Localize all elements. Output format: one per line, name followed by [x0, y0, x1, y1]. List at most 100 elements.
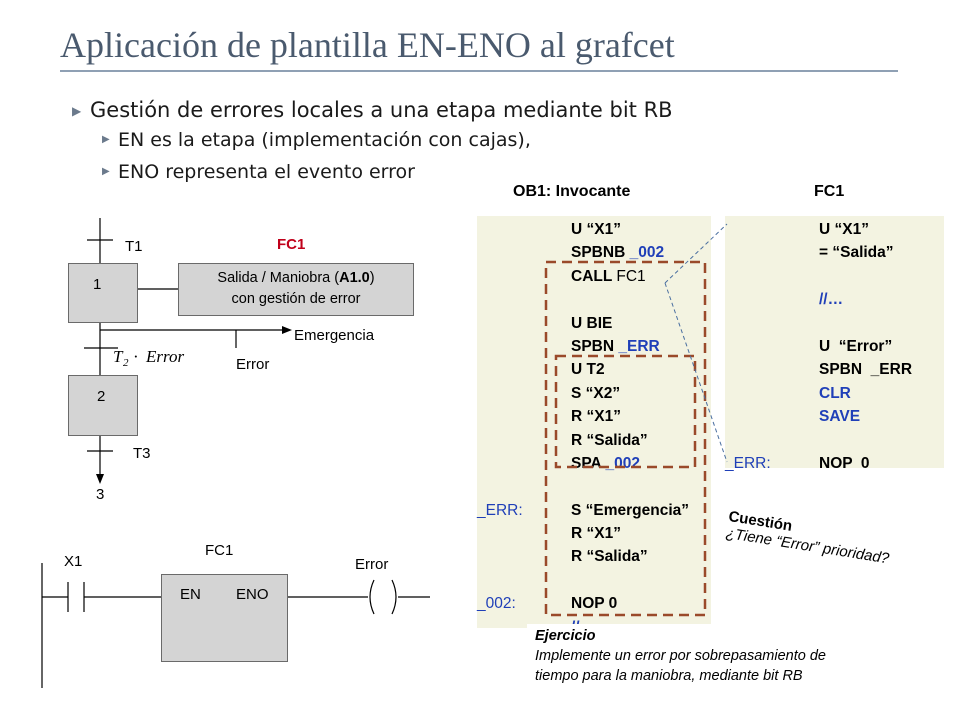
code-label: _ERR: [477, 501, 523, 519]
code-instruction: CALL FC1 [571, 265, 646, 288]
fc1-code: U “X1” = “Salida” //… U “Error” SPBN _ERR CLR… [725, 218, 950, 475]
code-token: _002 [629, 244, 665, 262]
ejercicio-title: Ejercicio [535, 628, 596, 644]
en-pin-label: EN [180, 586, 201, 603]
code-token: SPBNB [571, 244, 630, 262]
code-line: U “Error” [725, 335, 950, 358]
code-line: U T2 [477, 358, 717, 381]
code-line: _002: NOP 0 [477, 592, 717, 615]
code-instruction: R “Salida” [571, 545, 648, 568]
transition-t1-label: T1 [125, 238, 143, 255]
code-line: SPBN _ERR [725, 358, 950, 381]
code-instruction: S “X2” [571, 382, 620, 405]
code-instruction: R “X1” [571, 522, 621, 545]
code-token: FC1 [616, 267, 646, 285]
code-instruction: R “Salida” [571, 429, 648, 452]
ob1-code-panel [477, 216, 711, 628]
step-2-box: 2 [68, 375, 138, 436]
code-label: _ERR: [725, 454, 771, 472]
code-token: SPBN _ERR [819, 361, 913, 379]
code-token: = “Salida” [819, 244, 894, 262]
code-token: U “X1” [819, 221, 869, 238]
code-instruction: U “X1” [819, 218, 869, 241]
code-line: R “Salida” [477, 429, 717, 452]
emergencia-label: Emergencia [294, 327, 375, 344]
code-label: _002: [477, 595, 516, 613]
fc1-block-title: FC1 [205, 542, 234, 559]
code-line: S “X2” [477, 382, 717, 405]
code-instruction: U T2 [571, 358, 605, 381]
ob1-header: OB1: Invocante [513, 183, 631, 200]
fc1-block: EN ENO [161, 574, 288, 662]
code-token: NOP 0 [819, 454, 870, 472]
bullet-sub-eno: ENO representa el evento error [118, 161, 415, 183]
code-token: U T2 [571, 361, 605, 379]
ejercicio-line-1: Implemente un error por sobrepasamiento … [535, 648, 826, 664]
code-token: CALL [571, 267, 617, 285]
action-line-2: con gestión de error [231, 291, 361, 307]
grafcet-diagram: T 2 · Error [41, 218, 430, 688]
transition-t3-label: T3 [133, 445, 151, 462]
code-line: U “X1” [725, 218, 950, 241]
code-line: //… [725, 288, 950, 311]
fc1-action-title: FC1 [277, 236, 306, 253]
coil-error-label: Error [355, 556, 389, 573]
code-token: CLR [819, 384, 851, 402]
code-token: NOP 0 [571, 595, 618, 613]
code-line: SPA _002 [477, 452, 717, 475]
svg-text:2: 2 [123, 357, 129, 369]
contact-x1-label: X1 [64, 553, 83, 570]
step-3-label: 3 [96, 486, 105, 503]
code-line: SAVE [725, 405, 950, 428]
code-line: _ERR: S “Emergencia” [477, 499, 717, 522]
step-2-label: 2 [97, 388, 106, 405]
code-line: SPBN _ERR [477, 335, 717, 358]
code-token: U “X1” [571, 221, 621, 238]
code-token: R “X1” [571, 525, 621, 543]
code-instruction: CLR [819, 382, 851, 405]
code-instruction: SAVE [819, 405, 860, 428]
code-line: R “X1” [477, 522, 717, 545]
bullet-sub-en: EN es la etapa (implementación con cajas… [118, 129, 531, 151]
page-title: Aplicación de plantilla EN-ENO al grafce… [60, 25, 675, 65]
code-token: _ERR [618, 337, 660, 355]
code-instruction: NOP 0 [571, 592, 617, 615]
code-line: R “X1” [477, 405, 717, 428]
code-token: U “Error” [819, 337, 893, 355]
svg-text:Error: Error [145, 347, 184, 366]
step-1-label: 1 [93, 276, 102, 293]
code-instruction: U “Error” [819, 335, 892, 358]
svg-text:·: · [133, 347, 139, 366]
code-token: S “X2” [571, 384, 621, 402]
code-line: CALL FC1 [477, 265, 717, 288]
fc1-header: FC1 [814, 183, 845, 200]
ejercicio-box: Ejercicio Implemente un error por sobrep… [527, 624, 937, 692]
code-instruction: S “Emergencia” [571, 499, 689, 522]
code-instruction: SPA _002 [571, 452, 640, 475]
code-token: SAVE [819, 408, 861, 426]
code-instruction: R “X1” [571, 405, 621, 428]
code-instruction: NOP 0 [819, 452, 870, 475]
title-divider [60, 70, 898, 72]
code-instruction: //… [819, 288, 843, 311]
code-line: R “Salida” [477, 545, 717, 568]
code-instruction: U BIE [571, 312, 612, 335]
code-token: R “X1” [571, 408, 621, 426]
ejercicio-line-2: tiempo para la maniobra, mediante bit RB [535, 668, 803, 684]
eno-pin-label: ENO [236, 586, 269, 603]
error-event-label: Error [236, 356, 270, 373]
code-instruction: U “X1” [571, 218, 621, 241]
fc1-code-panel [725, 216, 944, 468]
code-token: //… [819, 291, 844, 309]
bullet-arrow-icon: ▶ [102, 166, 110, 177]
code-token: R “Salida” [571, 548, 648, 566]
svg-text:T: T [113, 347, 124, 366]
action-box: Salida / Maniobra (A1.0) con gestión de … [178, 263, 414, 316]
code-line: CLR [725, 382, 950, 405]
code-instruction: SPBNB _002 [571, 241, 664, 264]
code-token: R “Salida” [571, 431, 648, 449]
action-line-1: Salida / Maniobra (A1.0) [217, 270, 375, 286]
bullet-arrow-icon: ▶ [102, 134, 110, 145]
